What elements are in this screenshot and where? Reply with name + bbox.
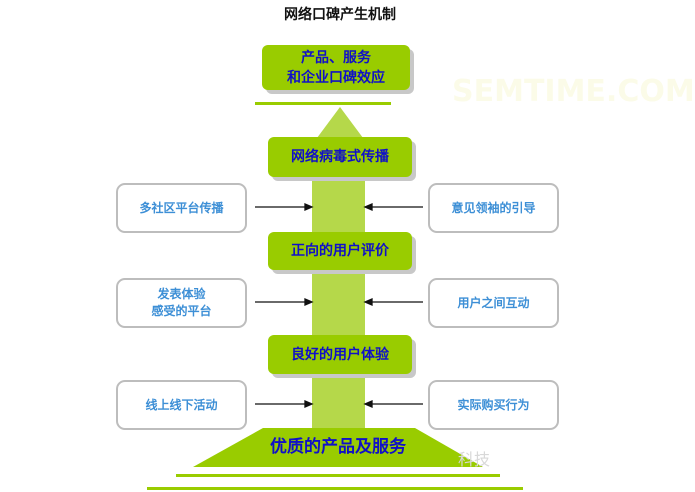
diagram-title: 网络口碑产生机制 [284, 7, 396, 23]
left-factor-community: 多社区平台传播 [116, 183, 247, 233]
right-factor-kol: 意见领袖的引导 [428, 183, 559, 233]
arrow-shaft [312, 180, 365, 430]
watermark: SEMTIME.COM [452, 74, 695, 109]
top-box-line2: 和企业口碑效应 [287, 69, 385, 86]
divider-line [255, 102, 391, 105]
base-line-2 [147, 487, 523, 490]
stage-reviews: 正向的用户评价 [268, 232, 412, 270]
top-outcome-box: 产品、服务 和企业口碑效应 [262, 45, 410, 90]
left-factor-activities: 线上线下活动 [116, 380, 247, 430]
left-factor-platform: 发表体验 感受的平台 [116, 278, 247, 328]
watermark-2: 科技 [458, 450, 491, 469]
base-label: 优质的产品及服务 [270, 437, 406, 457]
base-trapezoid [193, 428, 483, 467]
stage-viral: 网络病毒式传播 [268, 137, 412, 177]
top-box-line1: 产品、服务 [301, 49, 371, 66]
base-line-1 [176, 474, 500, 477]
right-factor-purchase: 实际购买行为 [428, 380, 559, 430]
right-factor-interaction: 用户之间互动 [428, 278, 559, 328]
connector-arrows [255, 203, 423, 408]
stage-experience: 良好的用户体验 [268, 335, 412, 374]
